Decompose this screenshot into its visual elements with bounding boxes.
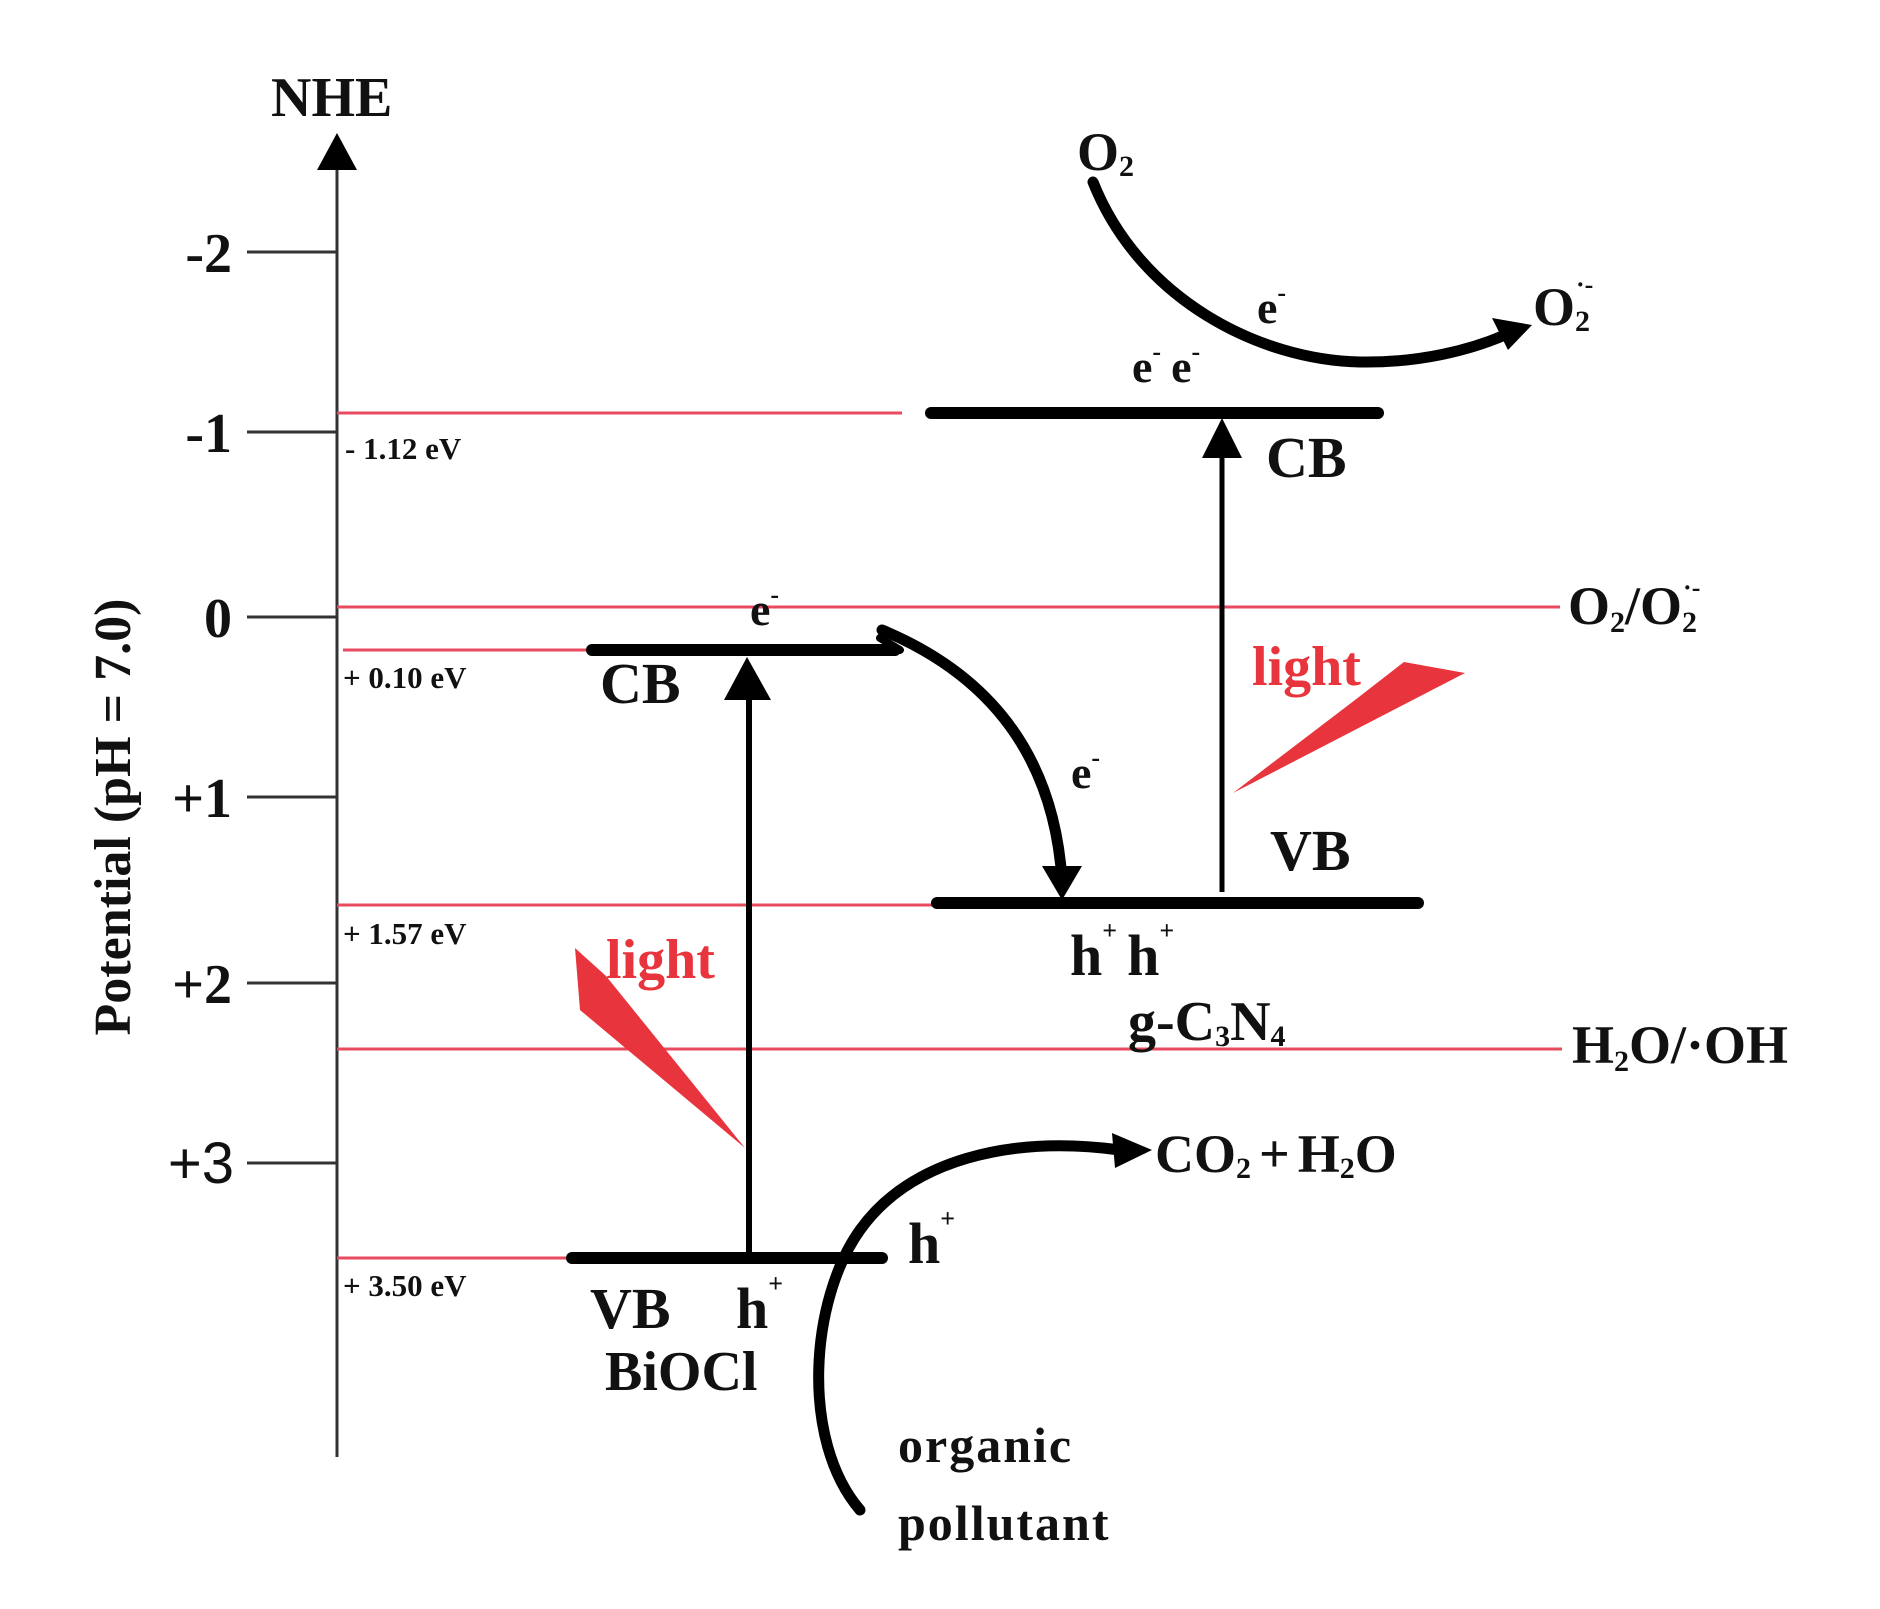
- biocl-cb-arrow-tip: [876, 634, 904, 654]
- tick-label: +3: [168, 1131, 234, 1196]
- axis-title: NHE: [271, 67, 392, 129]
- redox-label-h2o: H2O/·OH: [1572, 1015, 1788, 1078]
- o2-electron: e-: [1257, 278, 1286, 333]
- transfer-electron: e-: [1071, 743, 1100, 798]
- oxidation-products: CO2+H2O: [1155, 1124, 1397, 1185]
- gcn-vb-label: VB: [1270, 818, 1351, 883]
- o2-reduction: O2 e- O2·-: [1077, 122, 1593, 368]
- oxidation-hole: h+: [908, 1204, 955, 1276]
- biocl-hole: h+: [736, 1269, 783, 1341]
- pollutant-label-line2: pollutant: [898, 1495, 1111, 1551]
- biocl-bands: CB VB h+ BiOCl e- light: [566, 580, 904, 1403]
- gcn-name: g-C3N4: [1128, 991, 1286, 1053]
- gcn-bands: CB VB e-e- h+h+ g-C3N4 light: [925, 337, 1465, 1053]
- y-ticks: -2 -1 0 +1 +2 +3: [168, 223, 337, 1196]
- o2-reactant: O2: [1077, 122, 1134, 183]
- biocl-vb-label: VB: [590, 1276, 671, 1341]
- biocl-cb-label: CB: [600, 651, 681, 716]
- level-label-biocl-vb: + 3.50 eV: [343, 1268, 467, 1303]
- gcn-light-label: light: [1252, 636, 1361, 698]
- pollutant-oxidation: h+ CO2+H2O organic pollutant: [813, 1124, 1397, 1551]
- biocl-name: BiOCl: [605, 1341, 757, 1403]
- light-beam-icon: [1233, 662, 1465, 793]
- biocl-light-label: light: [606, 929, 715, 991]
- o2-product: O2·-: [1533, 270, 1593, 338]
- arrow-up-icon: [1202, 418, 1242, 458]
- tick-label: -2: [185, 223, 232, 285]
- biocl-electron: e-: [750, 580, 779, 635]
- y-axis-label: Potential (pH = 7.0): [85, 599, 142, 1036]
- tick-label: 0: [204, 588, 232, 650]
- light-beam-icon: [575, 948, 745, 1148]
- reference-lines: [337, 411, 1562, 1260]
- arrow-right-icon: [1112, 1133, 1152, 1168]
- gcn-cb-label: CB: [1266, 425, 1347, 490]
- electron-transfer: e-: [876, 624, 1100, 900]
- axis-arrow-icon: [317, 133, 357, 170]
- gcn-electrons: e-e-: [1132, 337, 1200, 392]
- tick-label: +2: [172, 954, 232, 1016]
- redox-label-o2: O2/O2·-: [1568, 573, 1700, 639]
- arrow-up-icon: [724, 657, 771, 700]
- arrow-down-icon: [1042, 866, 1082, 900]
- level-label-gcn-cb: - 1.12 eV: [345, 431, 462, 466]
- pollutant-label-line1: organic: [898, 1417, 1073, 1473]
- level-label-gcn-vb: + 1.57 eV: [343, 916, 467, 951]
- arrow-right-icon: [1492, 318, 1532, 350]
- level-label-biocl-cb: + 0.10 eV: [343, 660, 467, 695]
- tick-label: +1: [172, 768, 232, 830]
- tick-label: -1: [185, 403, 232, 465]
- gcn-holes: h+h+: [1070, 916, 1174, 988]
- y-axis: NHE: [271, 67, 392, 1457]
